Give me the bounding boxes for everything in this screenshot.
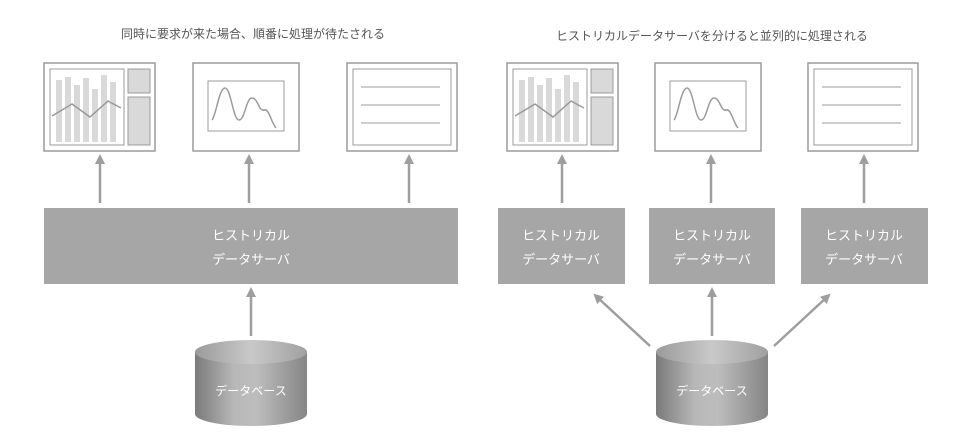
right-trend-screen bbox=[654, 62, 762, 152]
arrow-diagonal bbox=[593, 293, 651, 347]
report-lines-icon bbox=[361, 86, 440, 124]
database-label: データベース bbox=[215, 383, 286, 398]
left-caption: 同時に要求が来た場合、順番に処理が待たされる bbox=[121, 26, 385, 41]
server-label-line1: ヒストリカル bbox=[825, 229, 903, 244]
database-label: データベース bbox=[676, 383, 747, 398]
right-dashboard-screen bbox=[506, 62, 619, 152]
server-label-line2: データサーバ bbox=[825, 252, 903, 268]
right-database: データベース bbox=[656, 340, 768, 426]
right-historical-server-2: ヒストリカル データサーバ bbox=[649, 208, 775, 284]
trend-wave-icon bbox=[211, 87, 277, 129]
server-label-line2: データサーバ bbox=[673, 252, 751, 268]
left-report-screen bbox=[346, 62, 458, 152]
bar-chart-icon bbox=[514, 75, 585, 142]
left-historical-server: ヒストリカル データサーバ bbox=[44, 208, 458, 284]
arrow-diagonal bbox=[773, 293, 831, 347]
right-report-screen bbox=[807, 62, 919, 152]
left-database: データベース bbox=[195, 340, 307, 426]
bar-chart-icon bbox=[51, 75, 122, 142]
server-label-line2: データサーバ bbox=[212, 252, 290, 268]
left-dashboard-screen bbox=[43, 62, 156, 152]
server-label-line1: ヒストリカル bbox=[212, 229, 290, 244]
server-label-line1: ヒストリカル bbox=[673, 229, 751, 244]
right-historical-server-1: ヒストリカル データサーバ bbox=[498, 208, 625, 284]
left-trend-screen bbox=[192, 62, 300, 152]
right-panel: ヒストリカルデータサーバを分けると並列的に処理される bbox=[498, 28, 928, 426]
server-label-line1: ヒストリカル bbox=[522, 229, 600, 244]
server-label-line2: データサーバ bbox=[522, 252, 600, 268]
right-historical-server-3: ヒストリカル データサーバ bbox=[801, 208, 928, 284]
left-panel: 同時に要求が来た場合、順番に処理が待たされる bbox=[43, 26, 458, 426]
report-lines-icon bbox=[822, 86, 901, 124]
right-caption: ヒストリカルデータサーバを分けると並列的に処理される bbox=[556, 28, 868, 43]
trend-wave-icon bbox=[673, 87, 739, 129]
